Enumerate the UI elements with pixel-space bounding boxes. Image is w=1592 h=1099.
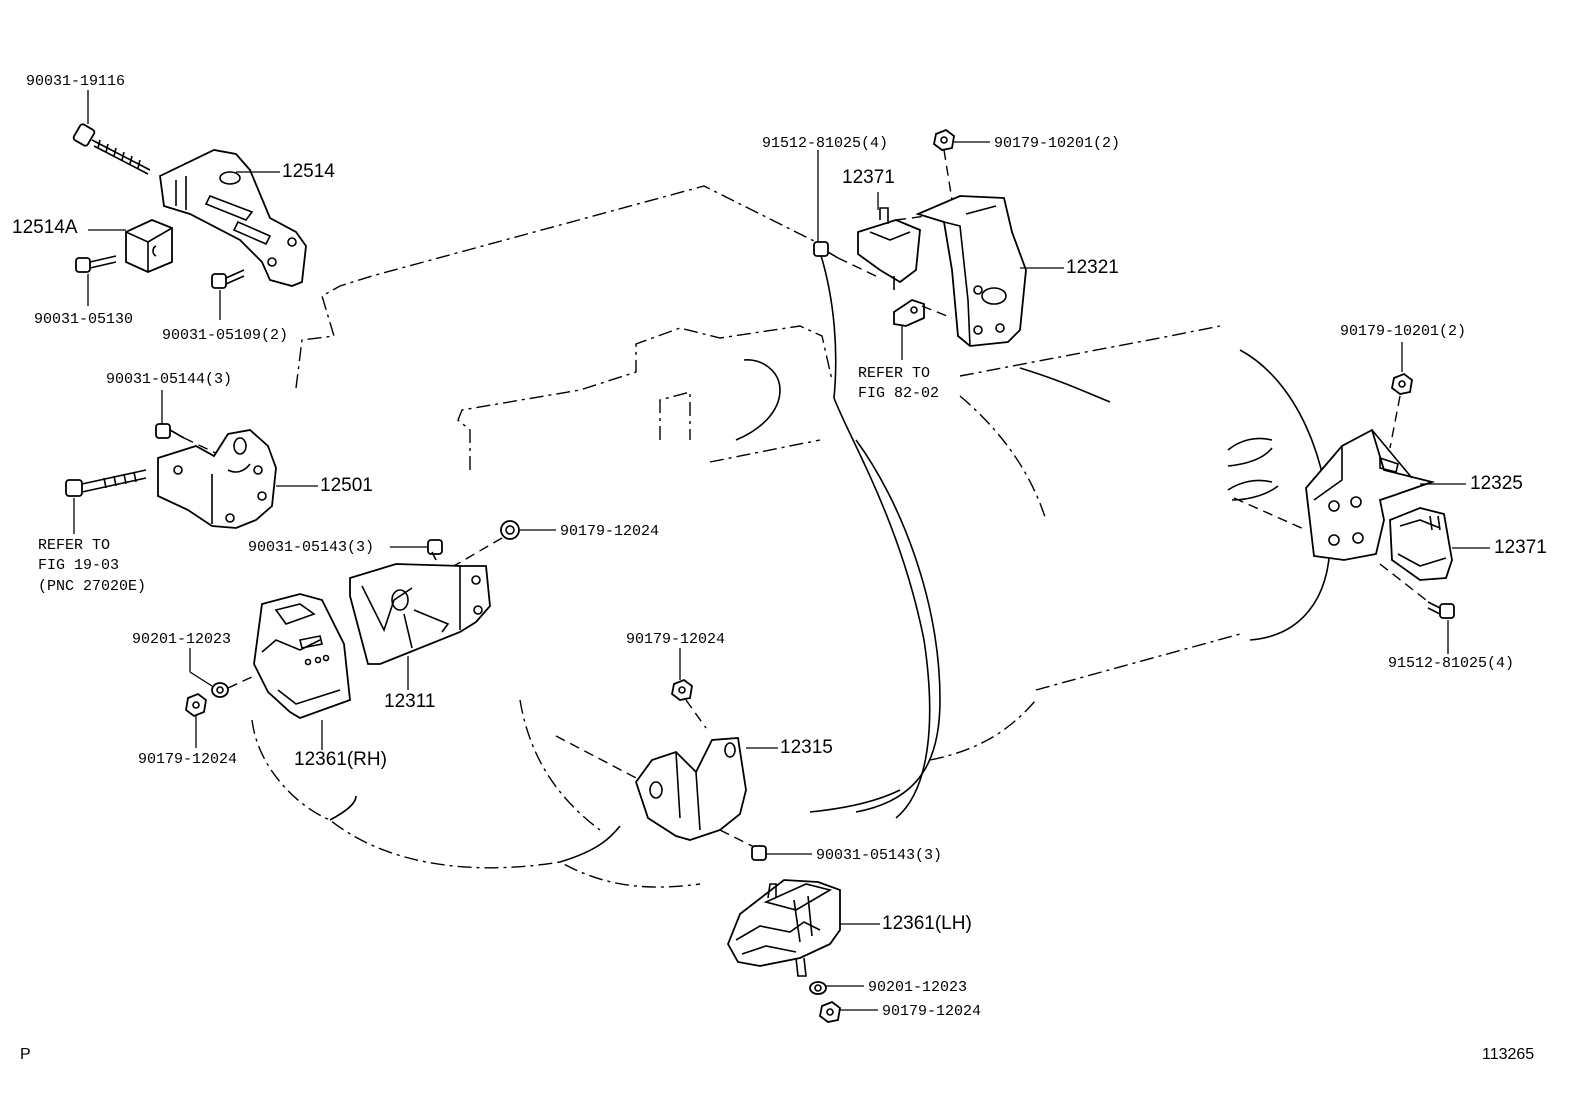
bracket-12321 [915, 195, 1027, 347]
bracket-12315 [555, 735, 757, 849]
bolt-90031-05130-icon [75, 255, 117, 273]
label-90179-12024-upper: 90179-12024 [560, 523, 660, 540]
label-90031-05109: 90031-05109(2) [162, 327, 289, 344]
label-12371-right: 12371 [1494, 537, 1547, 558]
transmission-outline [809, 245, 1331, 819]
nut-90179-12024-upper-icon [439, 520, 520, 575]
mount-12361-lh [727, 879, 841, 977]
label-90179-10201-upper: 90179-10201(2) [994, 135, 1121, 152]
label-12361-lh: 12361(LH) [882, 913, 972, 934]
washer-90201-12023-rh-icon [211, 675, 255, 698]
label-12325: 12325 [1470, 473, 1523, 494]
bolt-91512-81025-upper-icon [813, 241, 881, 279]
bracket-12501 [157, 429, 277, 529]
spacer-12514A [125, 219, 173, 273]
label-12321: 12321 [1066, 257, 1119, 278]
label-12501: 12501 [320, 475, 373, 496]
label-90179-10201-right: 90179-10201(2) [1340, 323, 1467, 340]
bolt-90031-05143-upper-icon [427, 539, 443, 561]
figure-number: 113265 [1482, 1046, 1535, 1063]
label-91512-81025-right: 91512-81025(4) [1388, 655, 1515, 672]
bracket-12311 [349, 563, 491, 665]
label-90201-12023-rh: 90201-12023 [132, 631, 232, 648]
bolt-90031-19116-icon [72, 123, 151, 175]
label-12514A: 12514A [12, 217, 78, 238]
bracket-12514 [159, 149, 307, 287]
bolt-91512-81025-right-icon [1427, 601, 1455, 619]
label-90179-12024-rh: 90179-12024 [138, 751, 238, 768]
label-91512-81025-upper: 91512-81025(4) [762, 135, 889, 152]
bracket-12325 [1305, 428, 1436, 561]
label-12514: 12514 [282, 161, 335, 182]
label-90179-12024-lh: 90179-12024 [882, 1003, 982, 1020]
nut-90179-12024-lh-icon [819, 1000, 841, 1023]
insulator-12371-right [1233, 497, 1453, 601]
label-refer-fig-82-02: REFER TO FIG 82-02 [858, 365, 940, 403]
label-12371-upper: 12371 [842, 167, 895, 188]
washer-90201-12023-lh-icon [809, 981, 827, 995]
engine-outline [251, 185, 833, 888]
label-90201-12023-lh: 90201-12023 [868, 979, 968, 996]
label-12361-rh: 12361(RH) [294, 749, 387, 770]
label-90031-05144: 90031-05144(3) [106, 371, 233, 388]
bolt-90031-05143-lower-icon [751, 845, 767, 861]
nut-90179-10201-right-icon [1389, 372, 1413, 449]
label-90179-12024-center: 90179-12024 [626, 631, 726, 648]
label-12311: 12311 [384, 691, 436, 712]
mount-12361-rh [253, 593, 351, 719]
clamp-ref-82-02-icon [893, 299, 953, 327]
label-90031-05143-upper: 90031-05143(3) [248, 539, 375, 556]
nut-90179-10201-upper-icon [933, 128, 955, 201]
label-12315: 12315 [780, 737, 833, 758]
bolt-90031-05109-icon [211, 269, 245, 289]
stud-ref-19-03-icon [65, 469, 147, 497]
label-90031-05130: 90031-05130 [34, 311, 134, 328]
nut-90179-12024-rh-icon [185, 692, 207, 718]
label-refer-fig-19-03: REFER TO FIG 19-03 (PNC 27020E) [38, 537, 147, 595]
footer-left-mark: P [20, 1046, 31, 1063]
label-90031-19116: 90031-19116 [26, 73, 126, 90]
nut-90179-12024-center-icon [671, 678, 707, 729]
label-90031-05143-lower: 90031-05143(3) [816, 847, 943, 864]
